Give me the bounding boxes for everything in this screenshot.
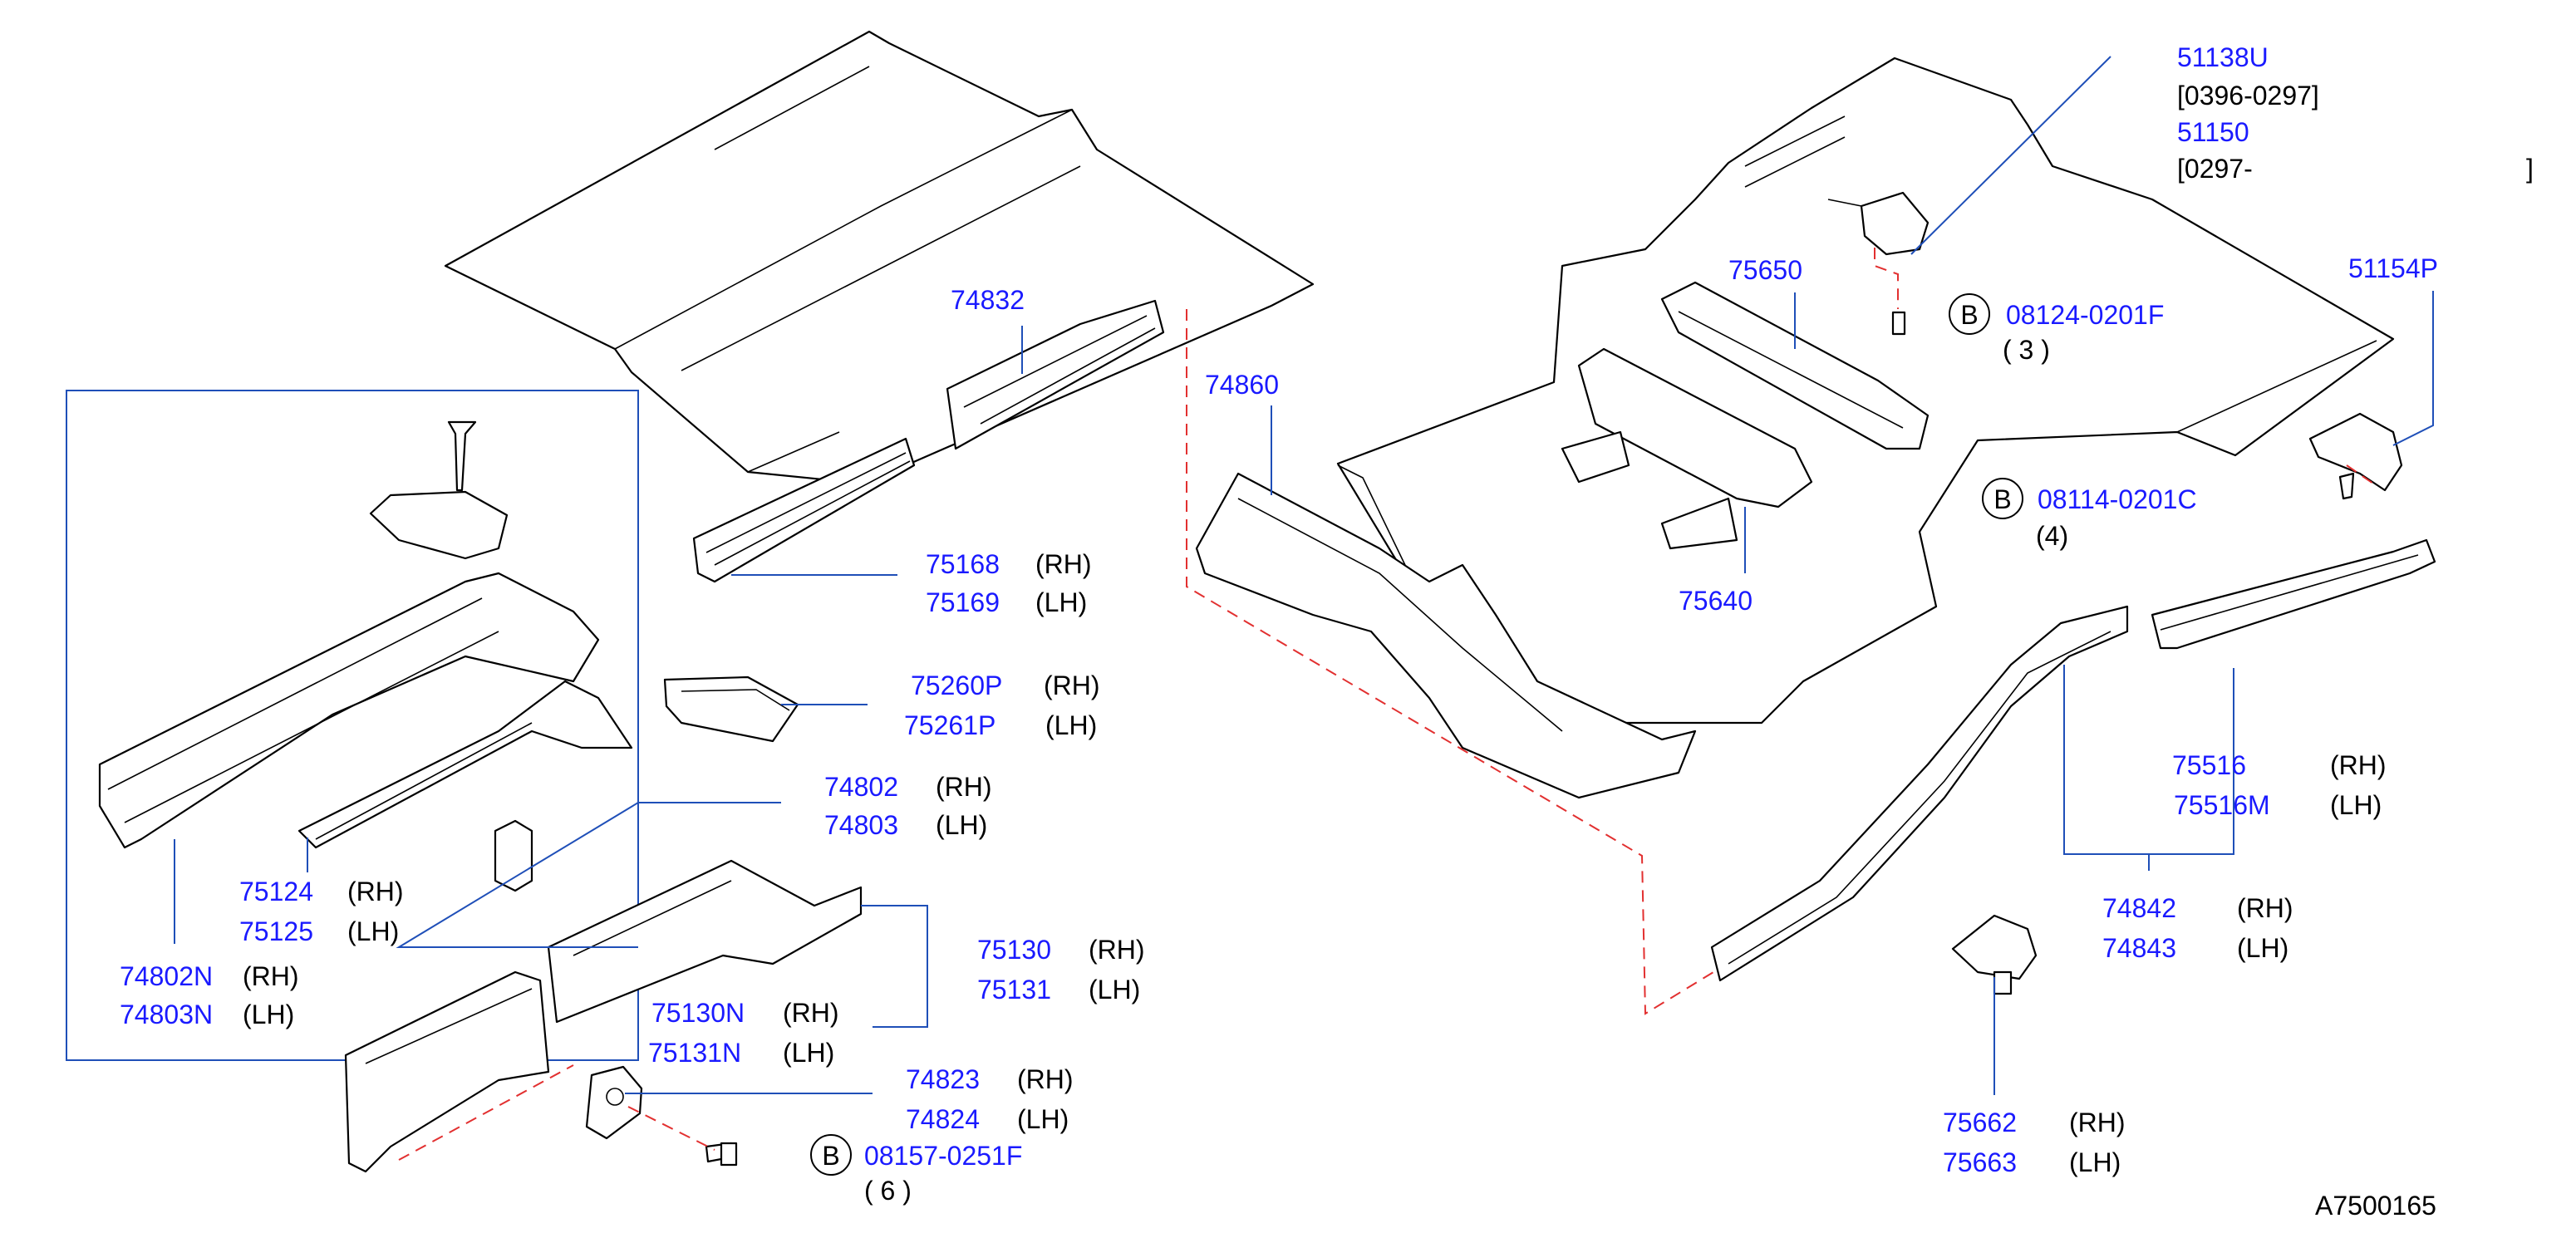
bracket-51138u-drawing [1827,191,1930,336]
part-number-75130[interactable]: 75130 [977,935,1051,965]
badge-b-08157: B [822,1141,839,1171]
date-range-51150-end: ] [2526,154,2534,184]
part-number-75650[interactable]: 75650 [1728,255,1802,285]
part-number-08157-0251f[interactable]: 08157-0251F [864,1141,1022,1171]
panel-75130n-drawing [344,970,550,1173]
part-number-74832[interactable]: 74832 [951,285,1025,315]
member-74832-drawing [946,299,1165,450]
side-label-74843: (LH) [2237,933,2288,963]
side-label-74824: (LH) [1017,1104,1069,1134]
part-number-75663[interactable]: 75663 [1943,1147,2017,1177]
part-number-74824[interactable]: 74824 [906,1104,980,1134]
date-range-51150: [0297- [2177,154,2253,184]
part-number-74860[interactable]: 74860 [1205,370,1279,400]
side-label-75125: (LH) [347,916,399,946]
part-number-08124-0201f[interactable]: 08124-0201F [2006,300,2164,330]
leader-lines [174,56,2434,1095]
part-number-74802[interactable]: 74802 [824,772,898,802]
part-number-51154p[interactable]: 51154P [2348,253,2438,283]
part-number-75124[interactable]: 75124 [239,877,313,906]
side-label-74842: (RH) [2237,893,2293,923]
bolt-callout-08157: B 08157-0251F ( 6 ) [810,1134,1022,1206]
side-label-75663: (LH) [2069,1147,2121,1177]
part-number-74843[interactable]: 74843 [2102,933,2176,963]
part-number-74803n[interactable]: 74803N [120,1000,213,1029]
quantity-08124: ( 3 ) [2003,335,2050,365]
part-number-75125[interactable]: 75125 [239,916,313,946]
side-label-75261p: (LH) [1045,710,1097,740]
side-label-75260p: (RH) [1044,671,1100,700]
part-number-75169[interactable]: 75169 [926,587,1000,617]
part-number-74823[interactable]: 74823 [906,1064,980,1094]
part-number-74802n[interactable]: 74802N [120,961,213,991]
part-number-75131[interactable]: 75131 [977,975,1051,1005]
member-75168-drawing [692,437,916,583]
side-label-75516m: (LH) [2330,790,2382,820]
diagram-id: A7500165 [2315,1191,2436,1221]
side-label-75662: (RH) [2069,1108,2126,1137]
quantity-08157: ( 6 ) [864,1176,912,1206]
part-number-75516m[interactable]: 75516M [2174,790,2270,820]
bracket-75662-drawing [1951,914,2038,995]
crossmember-75650-drawing [1660,281,1930,450]
part-number-75516[interactable]: 75516 [2172,750,2246,780]
side-label-74803: (LH) [936,810,987,840]
part-number-75261p[interactable]: 75261P [904,710,995,740]
side-label-75131: (LH) [1089,975,1140,1005]
hook-51154p-drawing [2308,412,2403,500]
quantity-08114: (4) [2036,521,2068,551]
bolt-callout-08114: B 08114-0201C (4) [1982,478,2197,551]
part-number-74842[interactable]: 74842 [2102,893,2176,923]
date-range-51138u: [0396-0297] [2177,81,2319,111]
side-label-75130n: (RH) [783,998,839,1028]
side-label-74802: (RH) [936,772,992,802]
crossmember-75640-drawing [1561,347,1813,550]
side-label-75131n: (LH) [783,1038,834,1068]
side-label-75130: (RH) [1089,935,1145,965]
rear-floor-panel-drawing [444,30,1315,485]
side-label-74802n: (RH) [243,961,299,991]
bolt-callout-08124: B 08124-0201F ( 3 ) [1949,293,2164,365]
part-number-75131n[interactable]: 75131N [648,1038,741,1068]
badge-b-08124: B [1960,300,1978,330]
bracket-75260p-drawing [663,675,799,743]
rail-75516-drawing [2151,538,2436,650]
part-number-51138u[interactable]: 51138U [2177,42,2269,72]
part-number-75260p[interactable]: 75260P [911,671,1002,700]
badge-b-08114: B [1993,484,2011,514]
side-label-74803n: (LH) [243,1000,294,1029]
part-number-51150[interactable]: 51150 [2177,117,2249,147]
part-number-75662[interactable]: 75662 [1943,1108,2017,1137]
side-label-75168: (RH) [1035,549,1092,579]
part-number-75130n[interactable]: 75130N [651,998,745,1028]
side-label-74823: (RH) [1017,1064,1074,1094]
rail-74842-drawing [1710,605,2129,982]
part-number-08114-0201c[interactable]: 08114-0201C [2038,484,2197,514]
side-label-75169: (LH) [1035,587,1087,617]
member-75130-drawing [547,859,863,1024]
part-number-75168[interactable]: 75168 [926,549,1000,579]
side-label-75124: (RH) [347,877,404,906]
part-number-75640[interactable]: 75640 [1679,586,1753,616]
bracket-74823-drawing [585,1065,738,1167]
part-number-74803[interactable]: 74803 [824,810,898,840]
boxed-assembly-drawing [66,390,639,1061]
assembly-dashed-lines [398,248,2374,1161]
member-74860-drawing [1195,472,1697,799]
side-label-75516: (RH) [2330,750,2387,780]
